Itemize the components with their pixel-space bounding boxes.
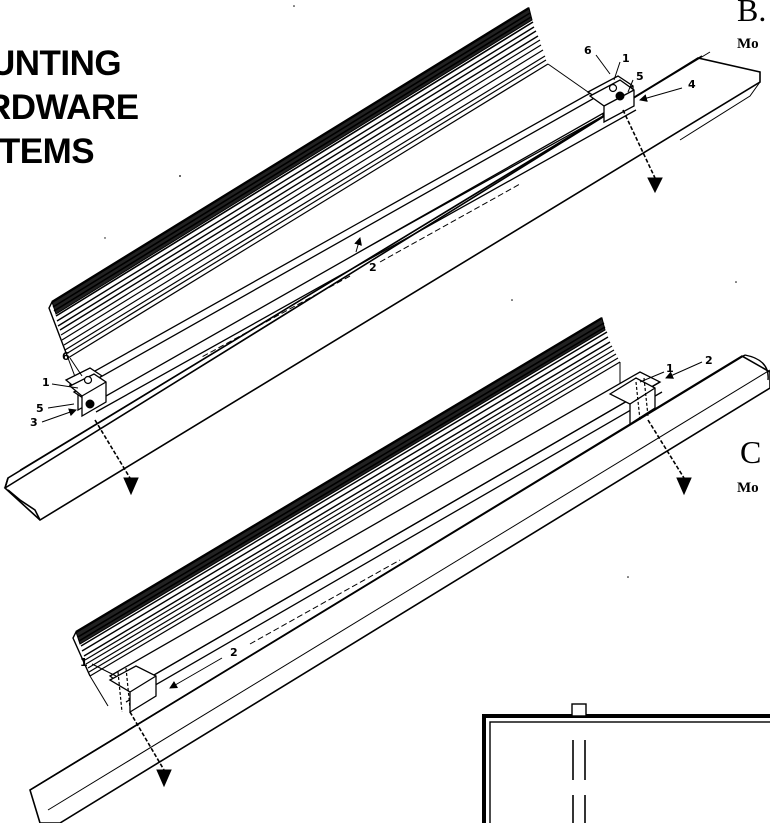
heading-line-3: STEMS <box>0 132 95 171</box>
frame-box <box>482 703 770 823</box>
bottom-rail <box>108 371 663 714</box>
callout-top-left-4: 3 <box>30 416 38 429</box>
bottom-shade-roll <box>72 316 621 707</box>
callout-top-left-2: 1 <box>42 376 50 389</box>
bottom-dimension-line <box>169 559 401 689</box>
callout-top-left-1: 6 <box>62 350 70 363</box>
callout-bottom-middle: 2 <box>230 646 238 659</box>
callout-top-right-1: 6 <box>584 44 592 57</box>
callout-bottom-left: 1 <box>80 656 88 669</box>
callout-top-right-2: 1 <box>622 52 630 65</box>
callout-top-left-3: 5 <box>36 402 44 415</box>
top-assembly: 2 6 1 5 4 6 1 5 3 <box>3 6 761 521</box>
heading-line-2: RDWARE <box>0 88 139 127</box>
top-shade-roll <box>48 6 589 391</box>
bottom-left-screw <box>129 711 172 788</box>
bottom-assembly: 2 1 2 1 <box>29 316 770 823</box>
heading-line-1: UNTING <box>0 44 122 83</box>
top-dimension-line <box>199 183 521 359</box>
scan-specks <box>104 5 737 578</box>
section-c-subtitle: Mo <box>737 480 759 496</box>
section-c-letter: C <box>740 434 762 470</box>
callout-top-right-3: 5 <box>636 70 644 83</box>
section-b-subtitle: Mo <box>737 36 759 52</box>
callout-middle-right-2: 2 <box>705 354 713 367</box>
top-left-screw <box>85 399 139 496</box>
callout-top-middle: 2 <box>369 261 377 274</box>
callout-middle-right-1: 1 <box>666 362 674 375</box>
top-right-screw <box>615 91 663 194</box>
page-heading: UNTING RDWARE STEMS <box>0 42 139 174</box>
top-mounting-board <box>3 51 761 521</box>
callout-top-right-4: 4 <box>688 78 696 91</box>
bottom-right-screw <box>647 419 692 496</box>
bottom-mounting-board <box>29 354 770 823</box>
section-b-letter: B. <box>737 0 767 28</box>
